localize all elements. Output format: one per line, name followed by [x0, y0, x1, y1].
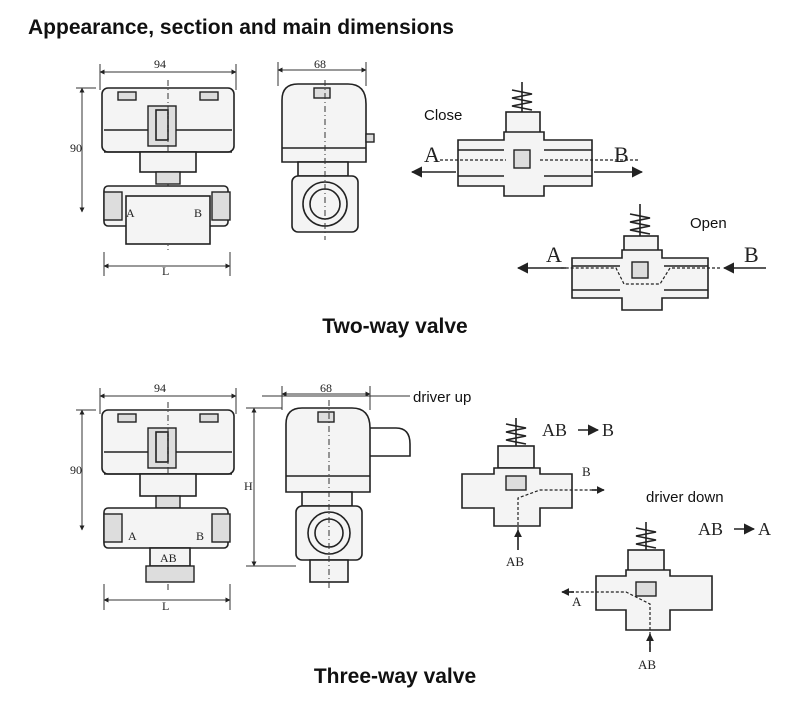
two-way-side-width-dim: 68 — [314, 57, 326, 71]
driver-up-port-b: B — [582, 464, 591, 479]
driver-down-label: driver down — [646, 489, 724, 506]
close-label: Close — [424, 107, 462, 124]
two-way-front-port-a: A — [126, 206, 135, 220]
open-port-b: B — [744, 242, 759, 267]
driver-up-port-ab: AB — [506, 554, 524, 569]
open-port-a: A — [546, 242, 562, 267]
two-way-open-section: Open A B — [516, 204, 766, 311]
two-way-front-port-b: B — [194, 206, 202, 220]
three-way-height-dim: 90 — [70, 463, 82, 477]
driver-up-flow-to: B — [602, 420, 614, 440]
driver-down-flow: AB — [698, 519, 723, 539]
close-port-a: A — [424, 142, 440, 167]
driver-down-port-a: A — [572, 594, 582, 609]
two-way-front-view: 94 90 A B L — [70, 57, 237, 278]
three-way-width-dim: 94 — [154, 381, 166, 395]
close-port-b: B — [614, 142, 629, 167]
two-way-width-dim: 94 — [154, 57, 166, 71]
three-way-front-port-ab: AB — [160, 551, 177, 565]
two-way-height-dim: 90 — [70, 141, 82, 155]
driver-up-label: driver up — [413, 389, 471, 406]
driver-down-flow-to: A — [758, 519, 771, 539]
two-way-side-view: 68 — [277, 57, 375, 240]
three-way-side-width-dim: 68 — [320, 381, 332, 395]
page-title: Appearance, section and main dimensions — [28, 16, 454, 39]
driver-up-section: AB B B AB — [461, 418, 614, 569]
driver-down-port-ab: AB — [638, 657, 656, 672]
three-way-side-height-dim: H — [244, 479, 253, 493]
two-way-close-section: Close A B — [410, 82, 644, 197]
two-way-length-dim: L — [162, 264, 169, 278]
three-way-front-view: 94 90 A B AB L — [70, 381, 237, 613]
three-way-length-dim: L — [162, 599, 169, 613]
open-label: Open — [690, 215, 727, 232]
driver-down-section: AB A A AB — [561, 519, 771, 672]
three-way-front-port-b: B — [196, 529, 204, 543]
three-way-caption: Three-way valve — [314, 665, 476, 688]
three-way-front-port-a: A — [128, 529, 137, 543]
two-way-caption: Two-way valve — [322, 315, 468, 338]
driver-up-flow: AB — [542, 420, 567, 440]
three-way-side-view: 68 H — [244, 381, 411, 590]
